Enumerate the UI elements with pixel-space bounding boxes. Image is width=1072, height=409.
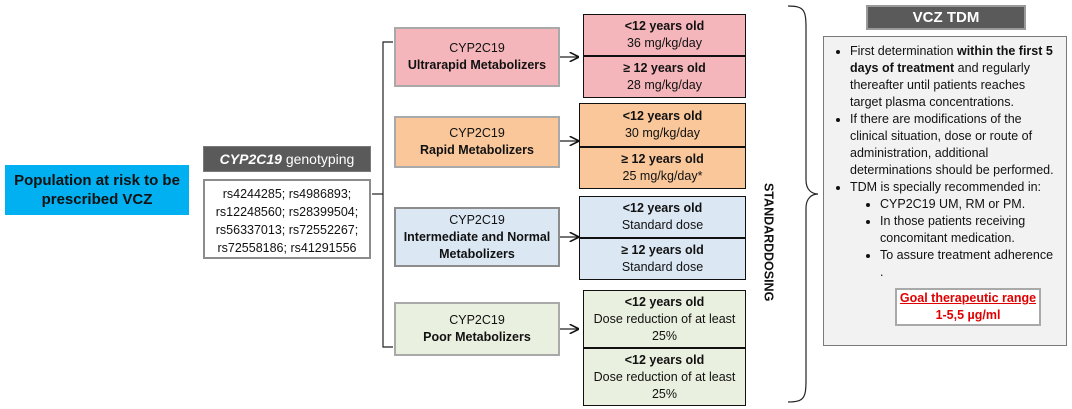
dose-value: Standard dose [621, 218, 704, 232]
dose-poor-second: <12 years old Dose reduction of at least… [583, 348, 746, 406]
tdm-bullet-text: First determination [850, 44, 957, 58]
tdm-bullet-first: First determination within the first 5 d… [850, 43, 1056, 111]
right-brace [787, 5, 819, 403]
tdm-subbullet: CYP2C19 UM, RM or PM. [880, 196, 1056, 213]
goal-range-value: 1-5,5 µg/ml [935, 308, 1001, 322]
goal-range-label: Goal therapeutic range [899, 291, 1037, 305]
dose-age: ≥ 12 years old [621, 152, 704, 166]
snp-row: rs56337013; rs72552267; [215, 223, 359, 237]
dose-age: <12 years old [622, 109, 703, 123]
dose-age: <12 years old [624, 352, 705, 367]
dose-value: 36 mg/kg/day [626, 36, 703, 50]
tdm-bullet-text: TDM is specially recommended in: [850, 180, 1042, 194]
category-gene: CYP2C19 [449, 212, 505, 227]
left-bracket [382, 41, 393, 348]
category-gene: CYP2C19 [449, 126, 505, 140]
dose-age: ≥ 12 years old [623, 61, 706, 75]
standard-dosing-line1: STANDARD [761, 182, 776, 252]
tdm-subbullet: In those patients receiving concomitant … [880, 213, 1056, 247]
dose-value: 30 mg/kg/day [624, 126, 701, 140]
dose-value: 25 mg/kg/day* [622, 169, 703, 183]
genotyping-header: CYP2C19 genotyping [203, 146, 371, 172]
category-gene: CYP2C19 [449, 41, 505, 55]
category-name: Intermediate and Normal Metabolizers [403, 229, 551, 261]
category-name: Rapid Metabolizers [420, 143, 534, 157]
dose-value: Standard dose [621, 260, 704, 274]
category-gene: CYP2C19 [449, 313, 505, 327]
standard-dosing-line2: DOSING [761, 251, 776, 302]
tdm-bullet-recommended: TDM is specially recommended in: CYP2C19… [850, 179, 1056, 281]
standard-dosing-label: STANDARD DOSING [751, 183, 785, 302]
dose-age: <12 years old [624, 294, 705, 309]
genotyping-gene: CYP2C19 [219, 151, 282, 167]
dose-normal-over12: ≥ 12 years old Standard dose [579, 238, 746, 280]
dose-ultrarapid-under12: <12 years old 36 mg/kg/day [583, 14, 746, 56]
snp-row: rs72558186; rs41291556 [217, 241, 357, 255]
population-box: Population at risk to be prescribed VCZ [5, 165, 189, 215]
category-name: Ultrarapid Metabolizers [407, 58, 547, 72]
genotyping-title: genotyping [285, 151, 355, 167]
snp-list: rs4244285; rs4986893; rs12248560; rs2839… [203, 179, 371, 259]
category-intermediate-normal: CYP2C19 Intermediate and Normal Metaboli… [394, 207, 560, 267]
dose-age: ≥ 12 years old [621, 243, 704, 257]
tdm-bullet-bold: within the first 5 days of treatment [850, 44, 1053, 75]
dose-value: Dose reduction of at least 25% [593, 369, 736, 401]
dose-age: <12 years old [622, 201, 703, 215]
tdm-header: VCZ TDM [866, 5, 1026, 30]
dose-rapid-over12: ≥ 12 years old 25 mg/kg/day* [579, 147, 746, 189]
category-name: Poor Metabolizers [423, 330, 531, 344]
snp-row: rs4244285; rs4986893; [222, 187, 352, 201]
snp-row: rs12248560; rs28399504; [215, 205, 359, 219]
dose-rapid-under12: <12 years old 30 mg/kg/day [579, 103, 746, 147]
tdm-bullet-text: and regularly thereafter until patients … [850, 61, 1030, 109]
dose-value: Dose reduction of at least 25% [593, 311, 736, 343]
tdm-subbullets: CYP2C19 UM, RM or PM. In those patients … [850, 196, 1056, 281]
population-label: Population at risk to be prescribed VCZ [14, 172, 180, 208]
category-rapid: CYP2C19 Rapid Metabolizers [394, 116, 560, 168]
dose-ultrarapid-over12: ≥ 12 years old 28 mg/kg/day [583, 56, 746, 98]
tdm-subbullet: To assure treatment adherence . [880, 247, 1056, 281]
dose-poor-first: <12 years old Dose reduction of at least… [583, 290, 746, 348]
goal-range-box: Goal therapeutic range 1-5,5 µg/ml [895, 288, 1041, 326]
tdm-bullet-modifications: If there are modifications of the clinic… [850, 111, 1056, 179]
tdm-bullets: First determination within the first 5 d… [832, 43, 1056, 281]
tdm-title: VCZ TDM [912, 9, 980, 26]
category-ultrarapid: CYP2C19 Ultrarapid Metabolizers [394, 27, 560, 87]
dose-age: <12 years old [624, 19, 705, 33]
dose-normal-under12: <12 years old Standard dose [579, 196, 746, 238]
category-poor: CYP2C19 Poor Metabolizers [394, 302, 560, 356]
dose-value: 28 mg/kg/day [626, 78, 703, 92]
